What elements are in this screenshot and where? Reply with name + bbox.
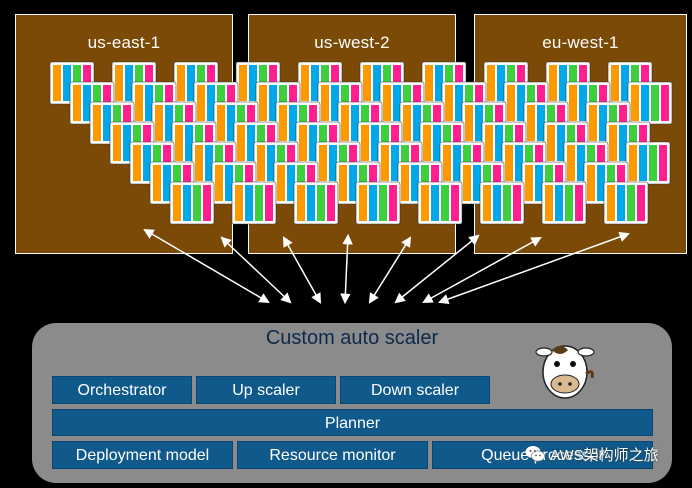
region-label: eu-west-1: [542, 33, 619, 52]
instance-tile: [293, 181, 339, 225]
instance-tile: [541, 181, 587, 225]
watermark-text: AWS架构师之旅: [550, 446, 659, 464]
deployment-model-block: Deployment model: [52, 441, 233, 469]
cow-mascot-icon: [535, 345, 595, 399]
scaler-title: Custom auto scaler: [265, 327, 439, 349]
planner-block: Planner: [52, 409, 653, 436]
resource-monitor-block: Resource monitor: [237, 441, 428, 469]
up-scaler-block: Up scaler: [196, 376, 336, 404]
instance-tile: [627, 81, 673, 125]
instance-tile: [603, 181, 649, 225]
wechat-icon: [525, 446, 545, 462]
instance-tile: [479, 181, 525, 225]
watermark: AWS架构师之旅: [524, 443, 659, 465]
instance-tile: [355, 181, 401, 225]
instance-tile: [417, 181, 463, 225]
down-scaler-block: Down scaler: [340, 376, 490, 404]
region-label: us-west-2: [314, 33, 390, 52]
instance-tile: [169, 181, 215, 225]
region-label: us-east-1: [87, 33, 161, 52]
instance-tile: [231, 181, 277, 225]
instance-tile: [625, 141, 671, 185]
orchestrator-block: Orchestrator: [52, 376, 192, 404]
